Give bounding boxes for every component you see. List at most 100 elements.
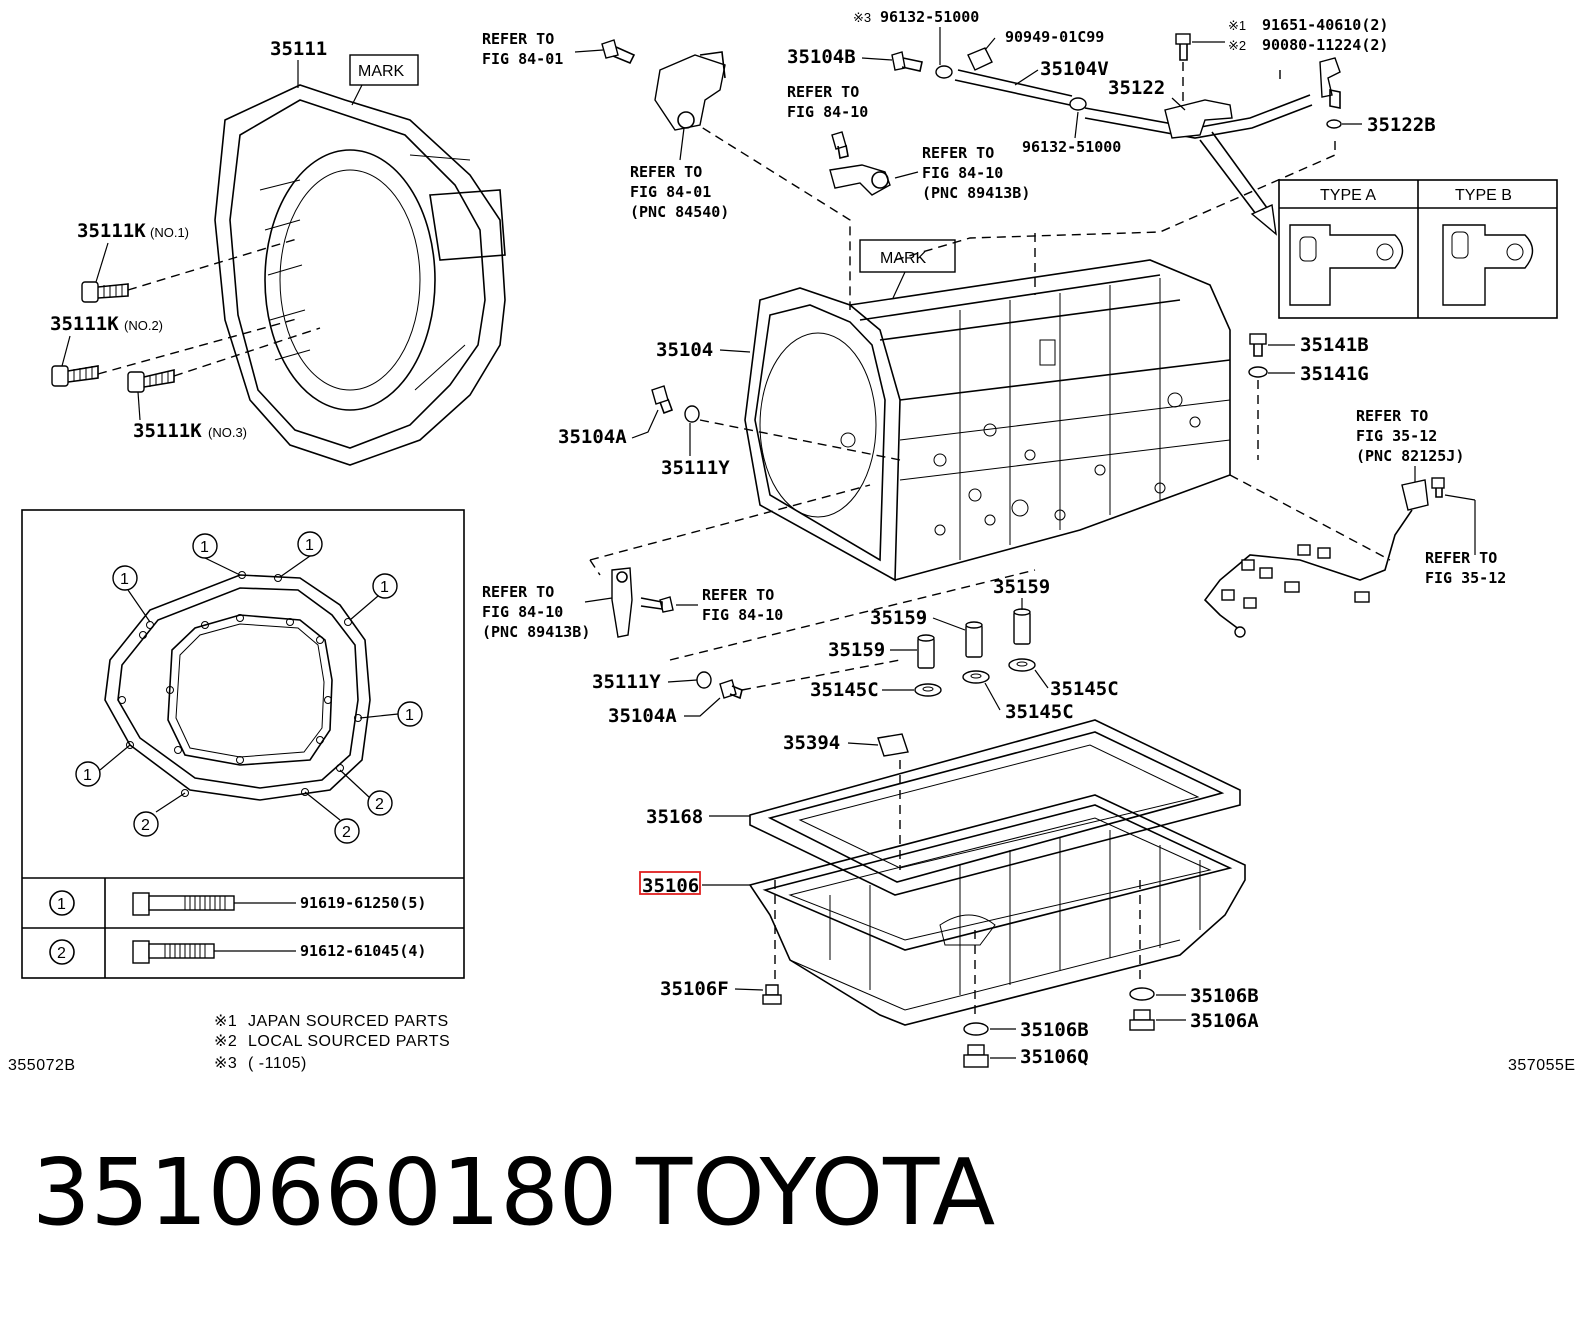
callout-35106q: 35106Q xyxy=(1020,1046,1089,1068)
hose-clamp-icon xyxy=(935,65,953,79)
plug-35106a-icon xyxy=(1129,1009,1155,1031)
bracket-type-b-icon xyxy=(1442,224,1534,306)
bolt-35104b-icon xyxy=(891,51,923,72)
note-1-text: JAPAN SOURCED PARTS xyxy=(248,1013,449,1030)
magnet-35394-icon xyxy=(877,733,909,757)
callout-35159-mid: 35159 xyxy=(870,607,927,629)
callout-35168: 35168 xyxy=(646,806,703,828)
refer-84-10-mid-line3: (PNC 89413B) xyxy=(922,184,1030,202)
callout-35104a-upper: 35104A xyxy=(558,426,627,448)
gasket-bolt-marker-label: 2 xyxy=(375,796,384,813)
seal-35145c-b-icon xyxy=(962,670,990,684)
part-number-title: 3510660180 xyxy=(32,1139,617,1246)
figure-code-right: 357055E xyxy=(1508,1057,1576,1074)
oil-pan-drawing xyxy=(748,794,1246,1026)
bolt-35111k-no1-icon xyxy=(81,281,129,303)
bolt-35111k-no2-icon xyxy=(51,365,99,387)
table-marker-2 xyxy=(49,939,75,965)
part-96132-51000-top: 96132-51000 xyxy=(880,8,979,26)
transmission-case-drawing xyxy=(744,259,1231,582)
callout-35159-top: 35159 xyxy=(993,576,1050,598)
part-96132-51000-lower: 96132-51000 xyxy=(1022,138,1121,156)
bracket-type-a-icon xyxy=(1289,224,1404,306)
oring-35122b-icon xyxy=(1326,119,1342,129)
note-2-mark: ※2 xyxy=(214,1033,237,1050)
callout-35106-highlight xyxy=(639,871,701,895)
gasket-bolt-marker-label: 2 xyxy=(342,824,351,841)
callout-35122b: 35122B xyxy=(1367,114,1436,136)
type-ab-box: TYPE A TYPE B xyxy=(1278,179,1558,319)
gasket-bolt-marker xyxy=(397,701,423,727)
bolt-35111k-no3-icon xyxy=(127,368,175,393)
callout-35106b-right: 35106B xyxy=(1190,985,1259,1007)
gasket-bolt-marker-label: 1 xyxy=(380,579,389,596)
type-b-label: TYPE B xyxy=(1455,187,1512,204)
note-2-text: LOCAL SOURCED PARTS xyxy=(248,1033,450,1050)
refer-84-10-left-line2: FIG 84-10 xyxy=(482,603,563,621)
bolt-bracket-icon xyxy=(1175,33,1191,61)
refer-84-10-top-line1: REFER TO xyxy=(787,83,859,101)
speed-sensor-top-icon xyxy=(654,51,726,131)
callout-35111y-lower: 35111Y xyxy=(592,671,661,693)
refer-84-01-mid-line2: FIG 84-01 xyxy=(630,183,711,201)
wire-harness-icon xyxy=(1203,479,1429,638)
gasket-bolt-marker xyxy=(112,565,138,591)
mark-label-1: MARK xyxy=(358,63,405,80)
callout-35111y-upper: 35111Y xyxy=(661,457,730,479)
gasket-bolt-marker xyxy=(133,811,159,837)
plug-35104a-lower-icon xyxy=(719,679,743,700)
refer-84-10-mid-line2: FIG 84-10 xyxy=(922,164,1003,182)
gasket-bolt-marker xyxy=(297,531,323,557)
callout-no2-suffix: (NO.2) xyxy=(124,318,163,333)
callout-35111: 35111 xyxy=(270,38,327,60)
callout-35106a: 35106A xyxy=(1190,1010,1259,1032)
type-a-label: TYPE A xyxy=(1320,187,1376,204)
flange-bolt-short-icon xyxy=(132,940,296,964)
bolt-top-left-icon xyxy=(601,39,636,65)
bolt-sensor-lower-icon xyxy=(640,596,674,613)
part-90080-11224: 90080-11224(2) xyxy=(1262,36,1388,54)
mark-label-2: MARK xyxy=(880,250,927,267)
gasket-bolt-marker xyxy=(192,533,218,559)
gasket-bolt-marker xyxy=(334,818,360,844)
callout-35141b: 35141B xyxy=(1300,334,1369,356)
flange-bolt-long-icon xyxy=(132,892,296,916)
callout-35106f: 35106F xyxy=(660,978,729,1000)
plug-35106q-icon xyxy=(963,1044,989,1068)
bolt-35141b-icon xyxy=(1249,333,1267,357)
washer-35106b-lower-icon xyxy=(963,1022,989,1036)
note2-mark: ※2 xyxy=(1228,38,1246,53)
refer-84-10-mid-line1: REFER TO xyxy=(922,144,994,162)
callout-35111k-no1: 35111K xyxy=(77,220,146,242)
callout-35122: 35122 xyxy=(1108,77,1165,99)
valve-35159-b-icon xyxy=(965,621,983,658)
gasket-bolt-marker xyxy=(367,790,393,816)
refer-35-12-2-line2: FIG 35-12 xyxy=(1425,569,1506,587)
callout-35106b-lower: 35106B xyxy=(1020,1019,1089,1041)
bell-housing-drawing xyxy=(214,84,506,466)
table-row-2-num: 2 xyxy=(57,945,66,962)
refer-35-12-line2: FIG 35-12 xyxy=(1356,427,1437,445)
gasket-bolt-marker-label: 1 xyxy=(120,571,129,588)
callout-35394: 35394 xyxy=(783,732,840,754)
callout-no1-suffix: (NO.1) xyxy=(150,225,189,240)
gasket-bolt-marker-label: 1 xyxy=(405,707,414,724)
refer-84-01-top-line1: REFER TO xyxy=(482,30,554,48)
note-3-mark: ※3 xyxy=(214,1055,237,1072)
gasket-bolt-marker-label: 1 xyxy=(83,767,92,784)
part-90949-01c99: 90949-01C99 xyxy=(1005,28,1104,46)
plug-35104a-upper-icon xyxy=(651,385,674,415)
clip-90949-icon xyxy=(967,47,993,71)
part-91651-40610: 91651-40610(2) xyxy=(1262,16,1388,34)
callout-35106: 35106 xyxy=(642,875,699,897)
table-marker-1 xyxy=(49,890,75,916)
gasket-bolt-marker-label: 1 xyxy=(200,539,209,556)
brand-title: TOYOTA xyxy=(635,1139,995,1246)
callout-35104: 35104 xyxy=(656,339,713,361)
seal-35145c-c-icon xyxy=(1008,658,1036,672)
sensor-89413b-top-icon xyxy=(829,164,891,196)
valve-35159-c-icon xyxy=(1013,608,1031,645)
callout-35104a-lower: 35104A xyxy=(608,705,677,727)
